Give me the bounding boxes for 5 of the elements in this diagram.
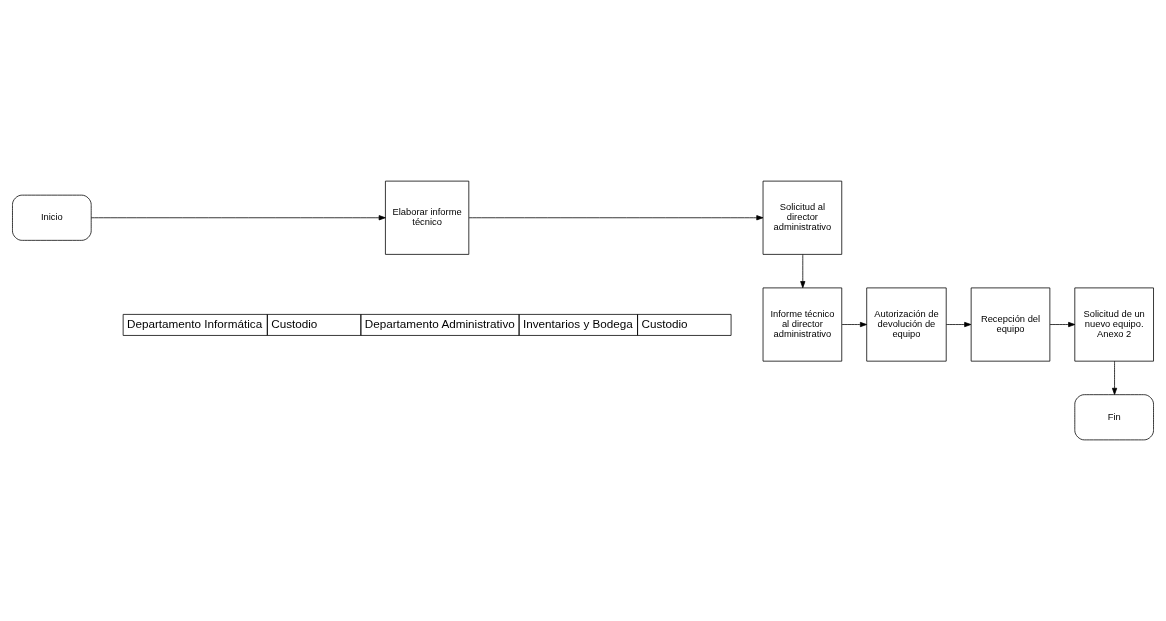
label: Departamento Administrativo (364, 316, 515, 330)
label: Custodio (271, 316, 318, 330)
label: Inventarios y Bodega (522, 316, 633, 330)
label: Departamento Informática (127, 316, 263, 330)
label: Custodio (641, 316, 688, 330)
